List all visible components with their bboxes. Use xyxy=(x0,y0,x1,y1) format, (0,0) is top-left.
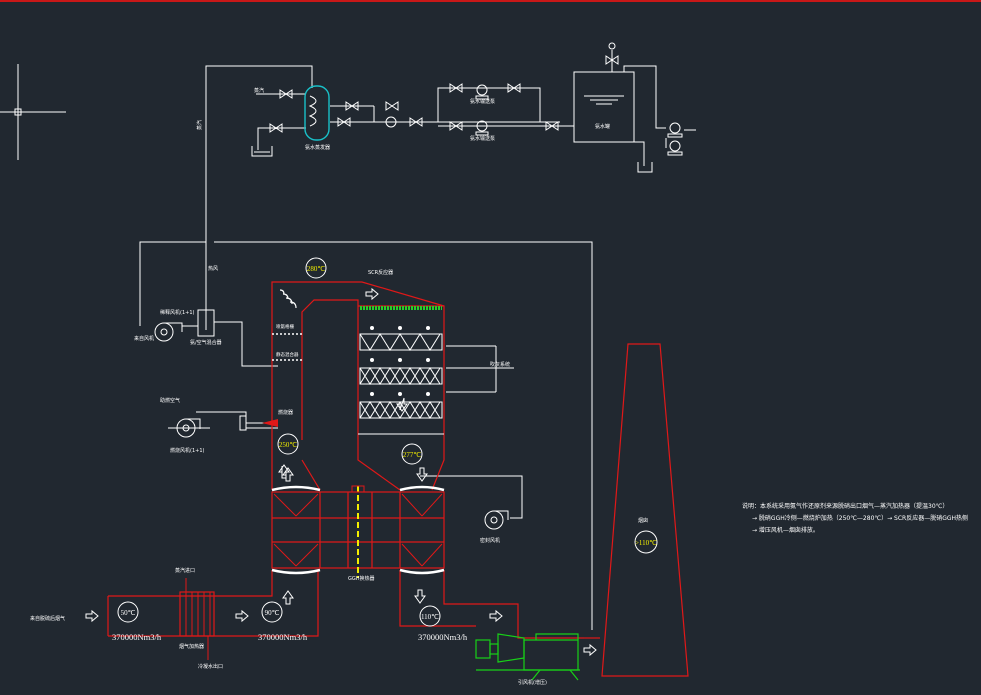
flue-gas-ducts xyxy=(107,281,600,639)
temp-90: 90℃ xyxy=(265,609,280,617)
seal-fan-label: 密封风机 xyxy=(480,537,500,544)
pump-1-label: 氨水输送泵 xyxy=(470,98,495,105)
temp-chimney: >110℃ xyxy=(635,539,657,547)
description-notes: 说明：本系统采用氨气作还原剂来源脱硝出口烟气—蒸汽加热器（提温30℃） → 脱硝… xyxy=(742,502,968,534)
vaporizer-vessel xyxy=(304,85,330,141)
note-line-1: 说明：本系统采用氨气作还原剂来源脱硝出口烟气—蒸汽加热器（提温30℃） xyxy=(742,502,948,510)
ggh-elements xyxy=(273,493,443,567)
valve-icons xyxy=(269,42,619,133)
drain-pit-icons xyxy=(251,146,653,173)
flow-rate-1: 370000Nm3/h xyxy=(112,632,162,642)
temp-280: 280℃ xyxy=(307,265,326,273)
temp-250: 250℃ xyxy=(279,441,298,449)
inlet-gas-label: 来自脱硫后烟气 xyxy=(30,615,65,622)
note-line-3: → 增压风机—烟囱排放。 xyxy=(752,526,819,534)
chimney-label: 烟囱 xyxy=(638,517,648,524)
mix-air-label: 热风 xyxy=(208,265,218,272)
mixer-label: 氨/空气混合器 xyxy=(190,339,222,346)
chimney xyxy=(601,343,689,677)
ggh-drive xyxy=(351,485,365,493)
vaporizer-label: 氨水蒸发器 xyxy=(305,144,330,151)
catalyst-layers xyxy=(358,333,444,435)
ggh-label: GGH换热器 xyxy=(348,575,375,582)
ammonia-mixer-box xyxy=(197,309,215,337)
temperature-markers xyxy=(117,257,658,627)
temp-50: 50℃ xyxy=(121,609,136,617)
grid-1-label: 喷氨格栅 xyxy=(276,323,294,330)
id-fan-label: 引风机(增压) xyxy=(518,679,547,686)
ammonia-piping xyxy=(139,50,696,630)
sootblow-label: 吹灰系统 xyxy=(490,361,510,368)
temp-110: 110℃ xyxy=(421,613,439,621)
steam-heater xyxy=(179,578,215,660)
burner-fan-icon xyxy=(176,418,201,438)
guide-vanes xyxy=(279,289,297,309)
steam-riser-label: 蒸汽 xyxy=(196,120,203,130)
heater-out-label: 冷凝水出口 xyxy=(198,663,223,670)
dilution-fan-icon xyxy=(154,322,183,342)
combustion-air-label: 助燃空气 xyxy=(160,397,180,404)
tank-label: 氨水罐 xyxy=(595,123,610,130)
seal-fan-icon xyxy=(484,510,509,530)
temp-277: 277℃ xyxy=(403,451,422,459)
burner-flame-icon xyxy=(262,419,278,427)
heater-name-label: 烟气加热器 xyxy=(179,643,204,650)
pump-2-label: 氨水输送泵 xyxy=(470,135,495,142)
heater-in-label: 蒸汽进口 xyxy=(175,567,195,574)
flow-rate-2: 370000Nm3/h xyxy=(258,632,308,642)
ammonia-injection-grids xyxy=(272,333,302,361)
scr-label: SCR反应器 xyxy=(368,269,393,276)
ggh-seals xyxy=(271,485,445,575)
burner-label: 燃烧器 xyxy=(278,409,293,416)
grid-2-label: 静态混合器 xyxy=(276,351,299,358)
steam-label: 蒸汽 xyxy=(254,87,264,94)
crosshair-icon xyxy=(0,64,66,160)
nozzle-dots xyxy=(370,326,430,396)
note-line-2: → 脱硝GGH冷侧—燃烧炉加热（250℃—280℃）→ SCR反应器—脱硝GGH… xyxy=(752,514,968,522)
flow-rate-3: 370000Nm3/h xyxy=(418,632,468,642)
id-fan xyxy=(475,633,580,681)
pump-icons xyxy=(475,84,683,156)
flow-arrow-icons xyxy=(85,287,597,657)
dilution-air-in-label: 来自风机 xyxy=(134,335,154,342)
burner-fan-label: 燃烧风机(1+1) xyxy=(170,447,205,454)
ammonia-tank xyxy=(573,71,635,143)
dilution-fan-label: 稀释风机(1+1) xyxy=(160,309,195,316)
